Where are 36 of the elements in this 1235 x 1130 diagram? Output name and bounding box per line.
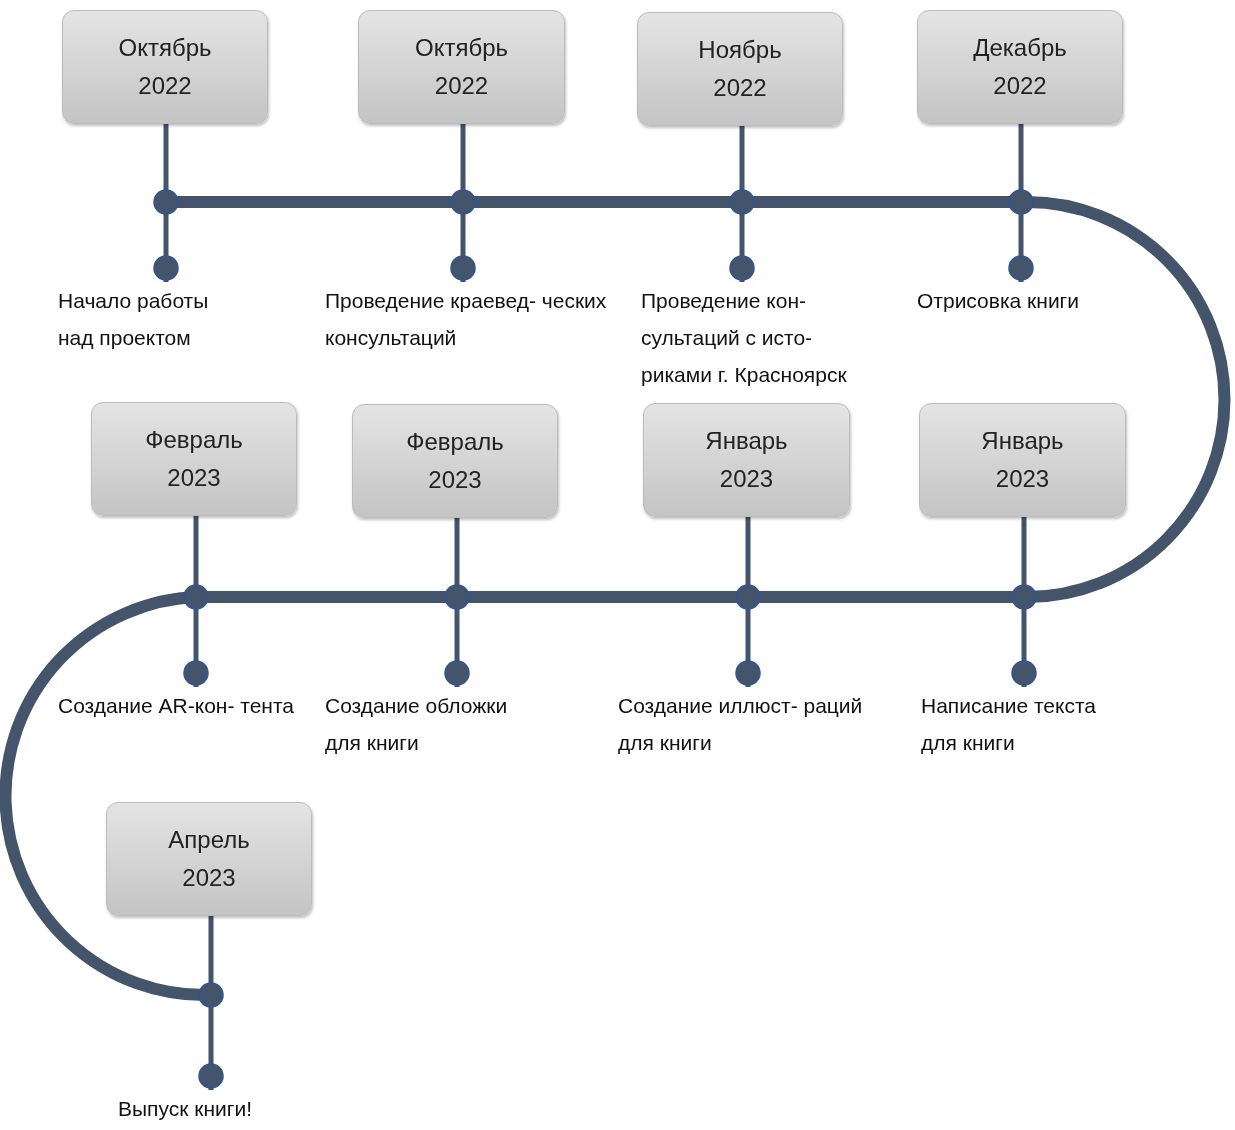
milestone-label: Отрисовка книги <box>917 282 1157 319</box>
timeline-stem <box>444 518 470 687</box>
date-box <box>62 10 268 124</box>
date-box <box>637 12 843 126</box>
date-label: Январь 2023 <box>980 426 1065 494</box>
milestone-label: Создание иллюст- раций для книги <box>618 687 878 761</box>
milestone-label: Проведение кон- сультаций с исто- риками г. Красноярск <box>641 282 847 393</box>
timeline-stem <box>153 124 179 282</box>
milestone-label: Выпуск книги! <box>118 1090 318 1127</box>
timeline-stem <box>735 517 761 687</box>
timeline-stem <box>1008 124 1034 282</box>
date-label: Ноябрь 2022 <box>697 35 783 103</box>
milestone-label: Написание текста для книги <box>921 687 1116 761</box>
date-label: Январь 2023 <box>704 426 789 494</box>
date-box <box>643 403 850 517</box>
date-label: Декабрь 2022 <box>972 33 1068 101</box>
date-box <box>919 403 1126 517</box>
milestone-label: Проведение краевед- ческих консультаций <box>325 282 615 356</box>
date-label: Февраль 2023 <box>405 427 505 495</box>
timeline-stem <box>450 124 476 282</box>
date-label: Октябрь 2022 <box>117 33 213 101</box>
milestone-label: Создание обложки для книги <box>325 687 530 761</box>
timeline-stem <box>183 516 209 687</box>
date-box <box>91 402 297 516</box>
date-box <box>106 802 312 916</box>
milestone-label: Начало работы над проектом <box>58 282 238 356</box>
date-box <box>358 10 565 124</box>
date-label: Октябрь 2022 <box>414 33 509 101</box>
timeline-stem <box>729 126 755 282</box>
milestone-label: Создание AR-кон- тента <box>58 687 308 724</box>
date-label: Февраль 2023 <box>144 425 244 493</box>
date-box <box>352 404 558 518</box>
date-box <box>917 10 1123 124</box>
date-label: Апрель 2023 <box>167 825 251 893</box>
timeline-stem <box>198 916 224 1090</box>
timeline-stem <box>1011 517 1037 687</box>
